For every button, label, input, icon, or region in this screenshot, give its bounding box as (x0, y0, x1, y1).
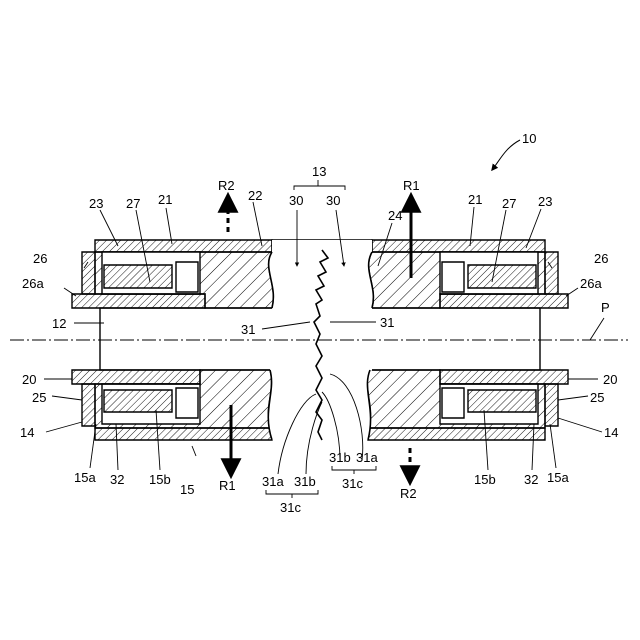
label-26-right: 26 (594, 251, 608, 266)
label-32-left: 32 (110, 472, 124, 487)
label-15a-left: 15a (74, 470, 96, 485)
label-25-right: 25 (590, 390, 604, 405)
label-30-right: 30 (326, 193, 340, 208)
lower-right-ring (442, 388, 464, 418)
label-P: P (601, 300, 610, 315)
label-26a-left: 26a (22, 276, 44, 291)
label-15b-left: 15b (149, 472, 171, 487)
bracket-13 (294, 180, 345, 190)
label-27-left: 27 (126, 196, 140, 211)
lower-left-flange-20 (72, 370, 200, 384)
upper-right-seal-27 (468, 265, 536, 288)
upper-left-ring-21 (176, 262, 198, 292)
upper-right-ring-21 (442, 262, 464, 292)
label-14-right: 14 (604, 425, 618, 440)
label-31c-right: 31c (342, 476, 363, 491)
label-24: 24 (388, 208, 402, 223)
upper-left-seal-27 (104, 265, 172, 288)
lower-right-seal (468, 390, 536, 412)
upper-left-flange-26a (72, 294, 205, 308)
label-31a-left: 31a (262, 474, 284, 489)
lower-left-bracket-14 (82, 384, 95, 426)
label-26-left: 26 (33, 251, 47, 266)
label-R1-top: R1 (403, 178, 420, 193)
label-R1-bottom: R1 (219, 478, 236, 493)
lower-left-ring (176, 388, 198, 418)
label-31b-left: 31b (294, 474, 316, 489)
label-15b-right: 15b (474, 472, 496, 487)
upper-left-bracket-26 (82, 252, 95, 294)
label-20-right: 20 (603, 372, 617, 387)
label-31-left: 31 (241, 322, 255, 337)
label-31-right: 31 (380, 315, 394, 330)
bracket-31c-right (332, 466, 376, 474)
label-30-left: 30 (289, 193, 303, 208)
label-15a-right: 15a (547, 470, 569, 485)
lower-right-flange-20 (440, 370, 568, 384)
label-31b-right: 31b (329, 450, 351, 465)
lower-right-bracket-14 (545, 384, 558, 426)
label-13: 13 (312, 164, 326, 179)
lower-shell-outer (95, 428, 272, 440)
label-26a-right: 26a (580, 276, 602, 291)
label-32-right: 32 (524, 472, 538, 487)
arrow-10 (492, 140, 520, 170)
lower-shell-outer-r (368, 428, 545, 440)
label-22: 22 (248, 188, 262, 203)
upper-shell-outer-r (372, 240, 545, 252)
label-R2-bottom: R2 (400, 486, 417, 501)
label-20-left: 20 (22, 372, 36, 387)
upper-shell-outer (95, 240, 272, 252)
label-25-left: 25 (32, 390, 46, 405)
upper-right-bracket-26 (545, 252, 558, 294)
upper-right-flange-26a (440, 294, 568, 308)
label-14-left: 14 (20, 425, 34, 440)
label-12: 12 (52, 316, 66, 331)
label-23-left: 23 (89, 196, 103, 211)
label-27-right: 27 (502, 196, 516, 211)
bracket-31c-left (266, 490, 318, 498)
label-23-right: 23 (538, 194, 552, 209)
label-31a-right: 31a (356, 450, 378, 465)
label-10: 10 (522, 131, 536, 146)
label-21-right: 21 (468, 192, 482, 207)
label-15: 15 (180, 482, 194, 497)
lower-left-seal (104, 390, 172, 412)
label-21-left: 21 (158, 192, 172, 207)
label-31c-left: 31c (280, 500, 301, 515)
label-R2-top: R2 (218, 178, 235, 193)
